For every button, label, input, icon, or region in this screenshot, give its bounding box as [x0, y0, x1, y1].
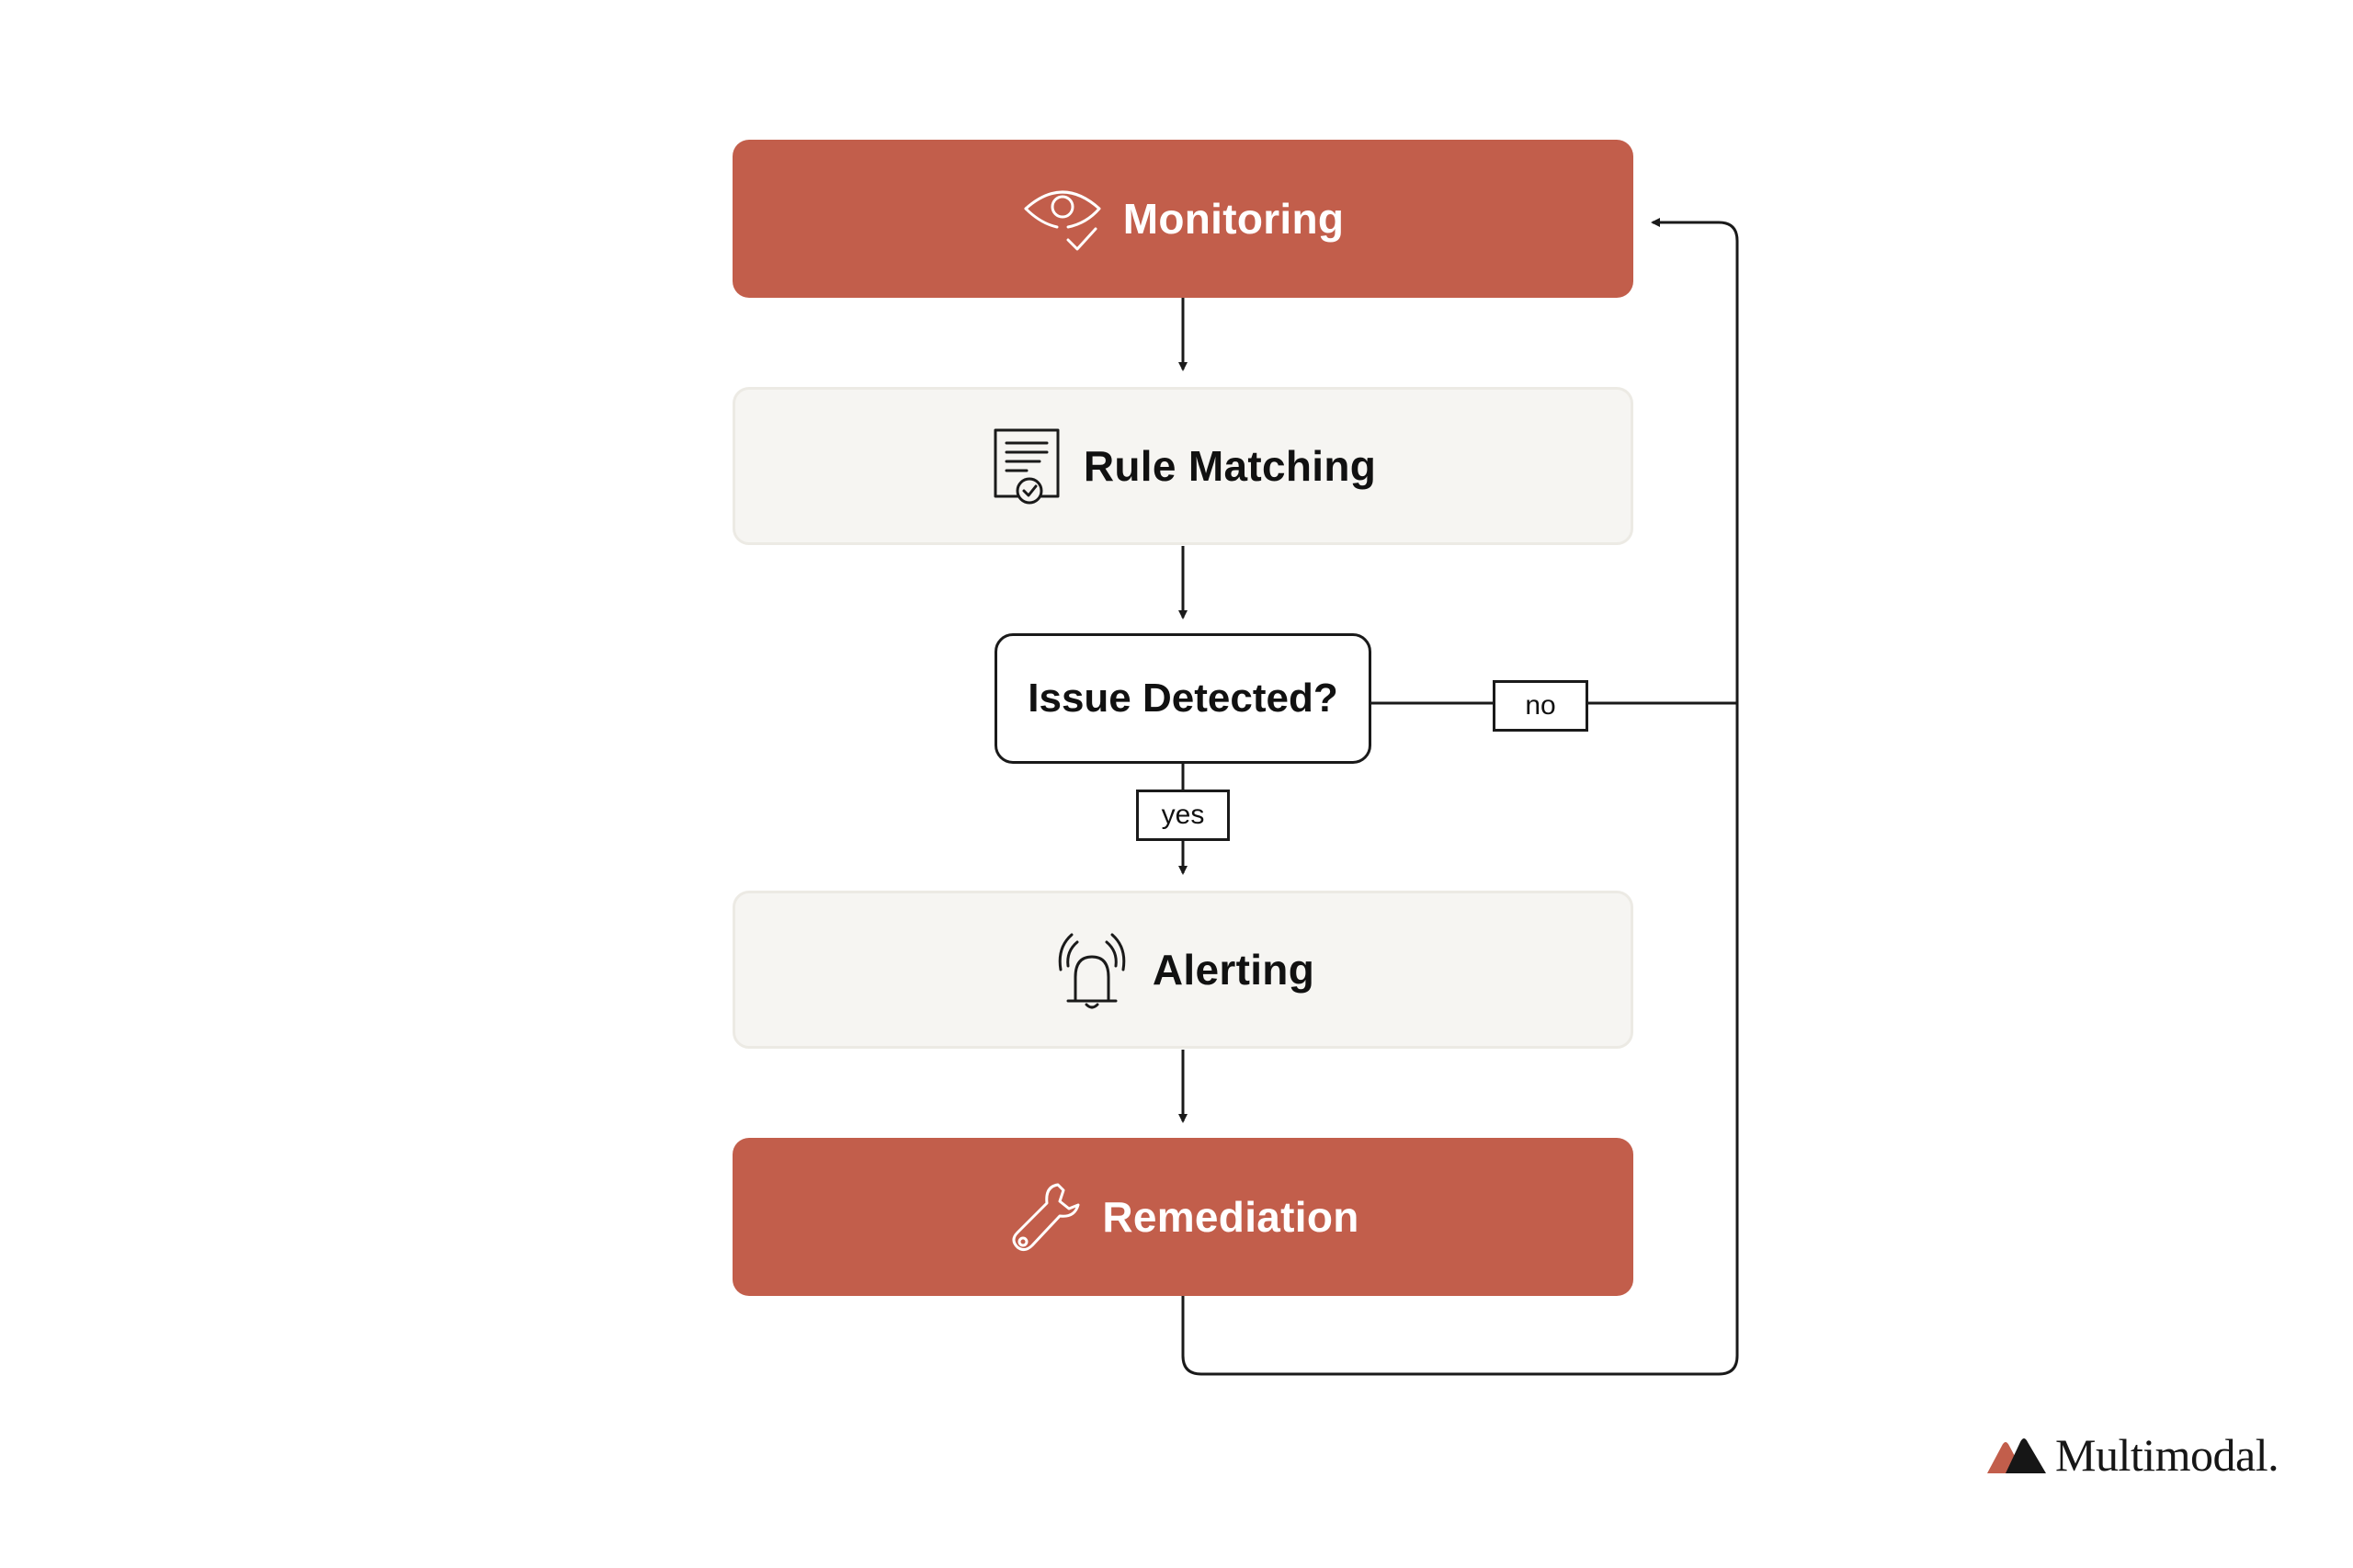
monitoring-label: Monitoring [1122, 195, 1345, 243]
alerting-label: Alerting [1152, 946, 1315, 994]
bell-alarm-icon [1051, 929, 1132, 1010]
brand-mark-icon [1987, 1438, 2046, 1473]
no-edge-label: no [1493, 680, 1588, 732]
issue-detected-decision: Issue Detected? [995, 633, 1371, 764]
monitoring-step: Monitoring [733, 140, 1633, 298]
wrench-icon [1006, 1179, 1082, 1255]
brand-logo: Multimodal. [1985, 1428, 2279, 1482]
rule-matching-step: Rule Matching [733, 387, 1633, 545]
yes-edge-label: yes [1136, 790, 1230, 841]
eye-check-icon [1022, 181, 1103, 256]
remediation-label: Remediation [1102, 1193, 1359, 1241]
loop-back-path [1181, 218, 1739, 1376]
document-check-icon [990, 426, 1063, 506]
remediation-step: Remediation [733, 1138, 1633, 1296]
decision-label: Issue Detected? [1028, 676, 1338, 721]
alerting-step: Alerting [733, 891, 1633, 1049]
rule-matching-label: Rule Matching [1083, 442, 1377, 490]
brand-wordmark: Multimodal. [2055, 1429, 2279, 1481]
